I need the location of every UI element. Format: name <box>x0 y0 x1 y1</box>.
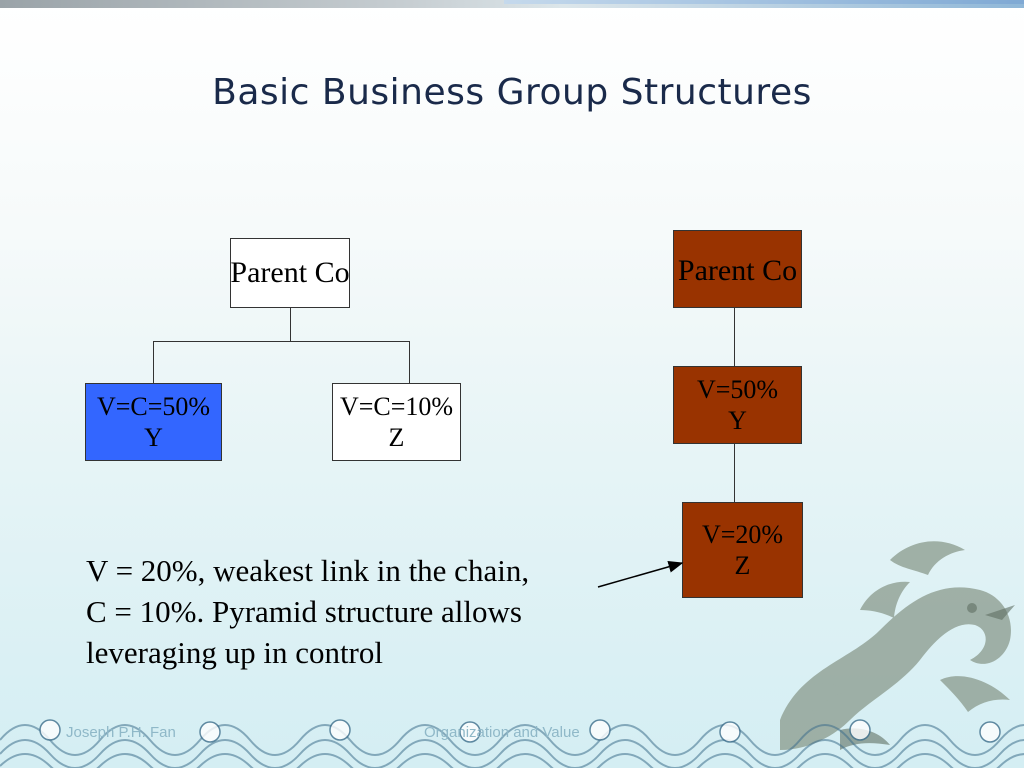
footer-author: Joseph P.H. Fan <box>66 724 176 741</box>
footer-course: Organization and Value <box>424 724 580 741</box>
parent-co-box-right: Parent Co <box>673 230 802 308</box>
note-line: leveraging up in control <box>86 635 383 670</box>
top-accent-bar <box>504 0 1024 4</box>
top-decorative-bar <box>0 0 1024 8</box>
connector-line <box>153 341 410 342</box>
subsidiary-z-label: Z <box>388 423 405 452</box>
connector-line <box>409 341 410 383</box>
slide-title: Basic Business Group Structures <box>212 72 812 113</box>
subsidiary-y-label: Y <box>728 406 747 435</box>
subsidiary-z-label: Z <box>734 551 751 581</box>
connector-line <box>734 444 735 502</box>
connector-line <box>153 341 154 383</box>
connector-line <box>734 308 735 366</box>
note-line: V = 20%, weakest link in the chain, <box>86 553 530 588</box>
subsidiary-z-box-right: V=20% Z <box>682 502 803 598</box>
dragon-illustration <box>780 541 1015 750</box>
subsidiary-z-box-left: V=C=10% Z <box>332 383 461 461</box>
note-line: C = 10%. Pyramid structure allows <box>86 594 522 629</box>
subsidiary-y-box-left: V=C=50% Y <box>85 383 222 461</box>
subsidiary-z-rights: V=20% <box>701 520 784 549</box>
subsidiary-y-rights: V=50% <box>696 374 779 404</box>
explanation-note: V = 20%, weakest link in the chain, C = … <box>86 550 606 673</box>
subsidiary-y-label: Y <box>144 423 163 452</box>
parent-co-box-left: Parent Co <box>230 238 350 308</box>
connector-line <box>290 308 291 341</box>
subsidiary-z-rights: V=C=10% <box>339 391 454 421</box>
subsidiary-y-box-right: V=50% Y <box>673 366 802 444</box>
parent-co-label: Parent Co <box>677 254 798 287</box>
subsidiary-y-rights: V=C=50% <box>96 391 211 421</box>
parent-co-label: Parent Co <box>230 256 350 289</box>
